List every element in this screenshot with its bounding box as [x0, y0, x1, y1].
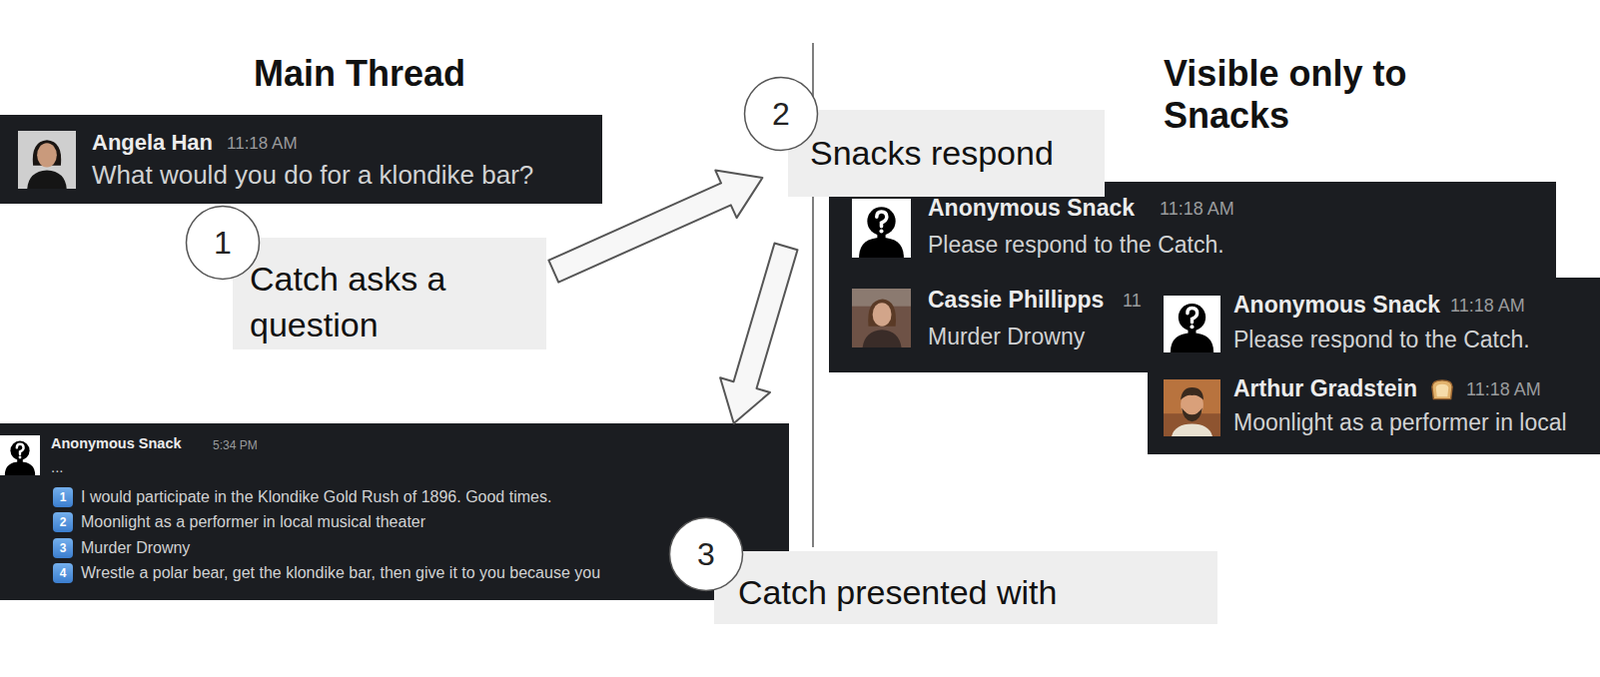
message-text: Moonlight as a performer in local musica… [80, 512, 426, 532]
avatar-shape [26, 169, 66, 189]
avatar-shape [851, 288, 911, 348]
message-box: Angela Han 11:18 AM What would you do for … [0, 114, 603, 204]
avatar-image [17, 130, 76, 189]
callout-text: Snacks respond [809, 129, 1095, 176]
message-box: Anonymous Snack 11:18 AM Please respond to… [1147, 277, 1600, 455]
avatar-shape [858, 237, 904, 258]
timestamp: 11:18 AM [1466, 379, 1542, 402]
avatar-shape [1180, 387, 1204, 401]
message-text: Please respond to the Catch. [927, 231, 1225, 260]
keycap-number: 2 [52, 512, 73, 533]
callout-text: Catch presented with [738, 569, 1208, 616]
avatar-shape [1178, 303, 1206, 331]
avatar-shape [18, 456, 22, 460]
message-text: Murder Drowny [80, 538, 190, 558]
avatar-shape [1432, 380, 1453, 400]
callout-box: Catch presented with [714, 551, 1218, 625]
callout-circle: 1 [184, 204, 261, 281]
sender-name: Anonymous Snack [927, 194, 1135, 223]
avatar-shape [1170, 333, 1214, 353]
section-heading: Main Thread [249, 52, 470, 95]
avatar-shape [1436, 384, 1449, 397]
avatar-image [1163, 295, 1221, 353]
timestamp: 11 [1122, 290, 1142, 313]
avatar-shape [1171, 423, 1213, 437]
keycap-number: 1 [52, 487, 73, 508]
avatar-shape [872, 302, 892, 327]
avatar-shape [16, 444, 24, 455]
callout-number: 2 [743, 75, 819, 152]
callout-box: Catch asks a question [232, 237, 547, 350]
avatar-shape [876, 211, 887, 227]
sender-name: Arthur Gradstein [1233, 375, 1418, 404]
timestamp: 11:18 AM [226, 133, 298, 154]
callout-circle: 3 [668, 516, 745, 593]
sender-name: Angela Han [91, 129, 213, 156]
message-text: Murder Drowny [927, 323, 1085, 352]
avatar-image [1163, 379, 1221, 437]
message-text: What would you do for a klondike bar? [91, 159, 534, 191]
avatar-shape [1163, 295, 1221, 353]
avatar-shape [36, 142, 57, 167]
section-heading: Visible only to Snacks [1163, 52, 1454, 137]
message-text: Moonlight as a performer in local [1233, 409, 1568, 438]
avatar-shape [866, 206, 895, 235]
callout-number: 3 [668, 516, 745, 593]
avatar-image [851, 198, 911, 258]
callout-circle: 2 [743, 75, 819, 152]
message-text: Wrestle a polar bear, get the klondike b… [80, 563, 601, 583]
timestamp: 11:18 AM [1450, 295, 1526, 318]
status-emoji [1430, 377, 1455, 402]
message-box: Anonymous Snack 5:34 PM... 1 I would partic… [0, 423, 790, 601]
avatar-shape [1163, 379, 1221, 437]
avatar-shape [1190, 324, 1195, 329]
callout-text: Catch asks a question [249, 255, 537, 348]
sender-name: Anonymous Snack [1233, 291, 1441, 320]
avatar-shape [851, 198, 911, 258]
callout-number: 1 [184, 204, 261, 281]
sender-name: Cassie Phillipps [927, 286, 1104, 315]
sender-name: Anonymous Snack [50, 435, 182, 453]
avatar-shape [1181, 408, 1203, 423]
avatar-shape [878, 228, 883, 233]
avatar-shape [867, 299, 896, 327]
avatar-image [0, 435, 40, 476]
message-text: ... [50, 458, 64, 477]
avatar-shape [17, 130, 76, 189]
avatar-shape [1187, 308, 1198, 323]
callout-box: Snacks respond [788, 109, 1105, 197]
message-text: I would participate in the Klondike Gold… [80, 487, 552, 507]
avatar-image [851, 288, 911, 348]
keycap-number: 3 [52, 538, 73, 559]
timestamp: 11:18 AM [1159, 198, 1235, 221]
timestamp: 5:34 PM [212, 438, 258, 453]
avatar-shape [862, 329, 902, 348]
message-text: Please respond to the Catch. [1233, 326, 1531, 355]
avatar-shape [4, 461, 35, 476]
keycap-number: 4 [52, 563, 73, 584]
avatar-shape [0, 435, 40, 476]
block-arrow [720, 243, 798, 425]
avatar-shape [9, 441, 29, 461]
